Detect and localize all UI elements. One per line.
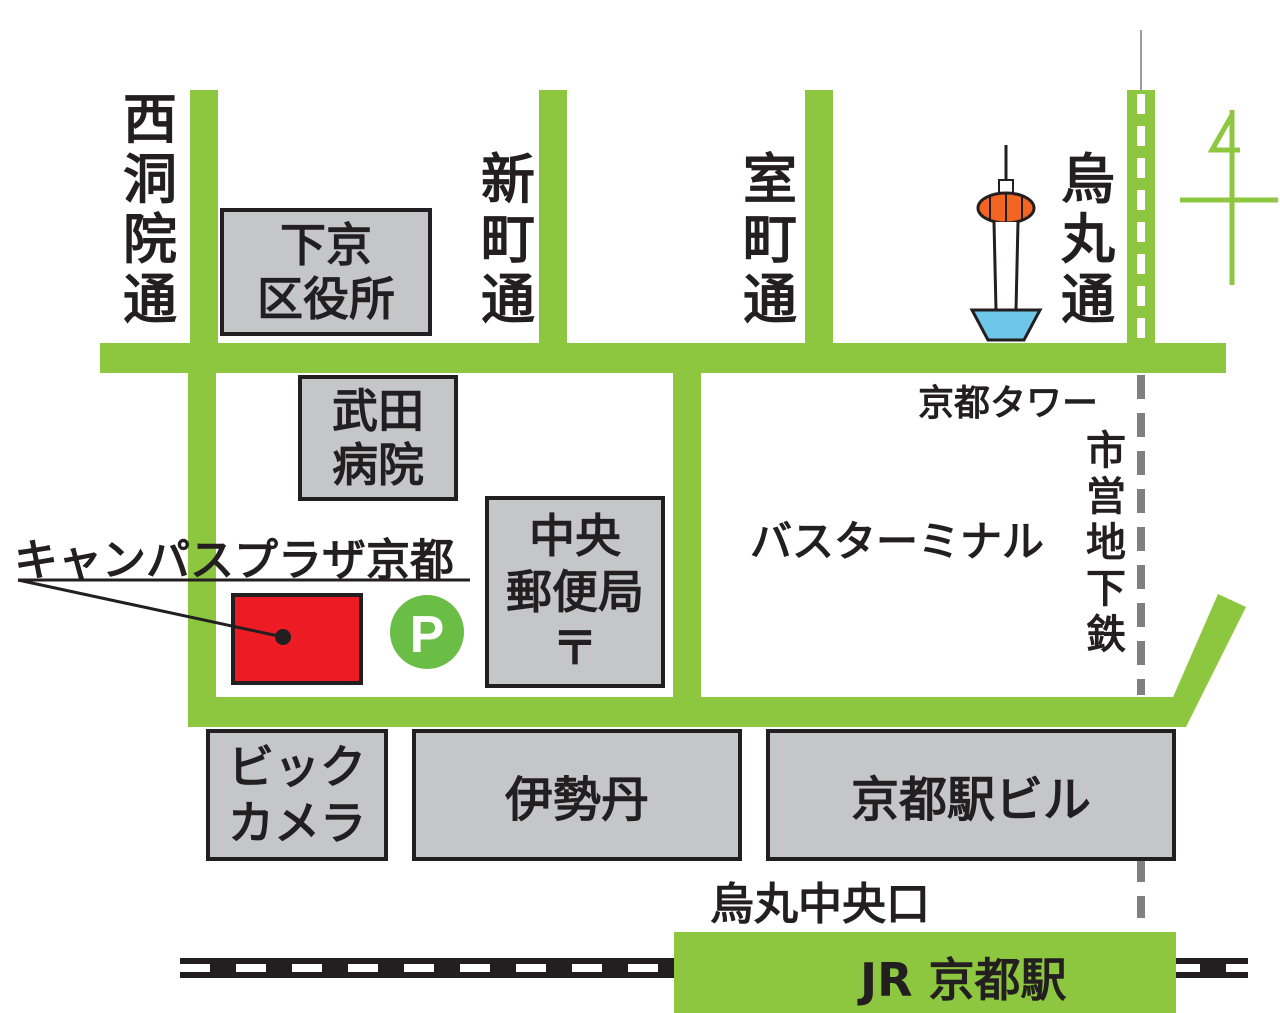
kyoto-tower-label: 京都タワー (918, 383, 1099, 424)
building-post-office: 中央 郵便局 〒 (485, 496, 665, 688)
building-bic-camera: ビック カメラ (206, 729, 388, 861)
destination-marker[interactable] (231, 593, 363, 685)
karasuma-exit-label: 烏丸中央口 (710, 879, 930, 930)
station-label: JR 京都駅 (860, 953, 1067, 1007)
road-shinmachi (539, 90, 567, 345)
street-label-shinmachi: 新 町 通 (481, 148, 535, 331)
parking-icon: P (390, 595, 464, 669)
destination-dot (275, 629, 291, 645)
road-left-vertical (188, 370, 216, 725)
destination-label: キャンパスプラザ京都 (14, 535, 454, 586)
building-station: 京都駅ビル (766, 729, 1176, 861)
roads (100, 90, 1246, 727)
street-label-muromachi: 室 町 通 (743, 148, 797, 331)
railway (180, 958, 1248, 978)
kyoto-tower-icon (969, 145, 1043, 342)
road-diagonal (1160, 594, 1246, 727)
destination-pointer (17, 578, 284, 639)
building-isetan: 伊勢丹 (412, 729, 742, 861)
subway-label: 市 営 地 下 鉄 (1086, 428, 1126, 658)
street-label-karasuma: 烏 丸 通 (1061, 148, 1115, 331)
street-label-nishinotoin: 西 洞 院 通 (123, 88, 177, 331)
station-block (674, 932, 1176, 1013)
road-lower-horizontal (188, 697, 1186, 727)
road-nishinotoin (190, 90, 218, 345)
building-ward-office: 下京 区役所 (220, 208, 432, 336)
road-upper-horizontal (100, 343, 1226, 373)
road-middle-vertical (673, 370, 701, 698)
bus-terminal-label: バスターミナル (750, 517, 1045, 566)
road-muromachi (805, 90, 833, 345)
svg-text:P: P (410, 606, 445, 664)
north-arrow-icon (1180, 110, 1278, 285)
building-hospital: 武田 病院 (298, 375, 458, 501)
